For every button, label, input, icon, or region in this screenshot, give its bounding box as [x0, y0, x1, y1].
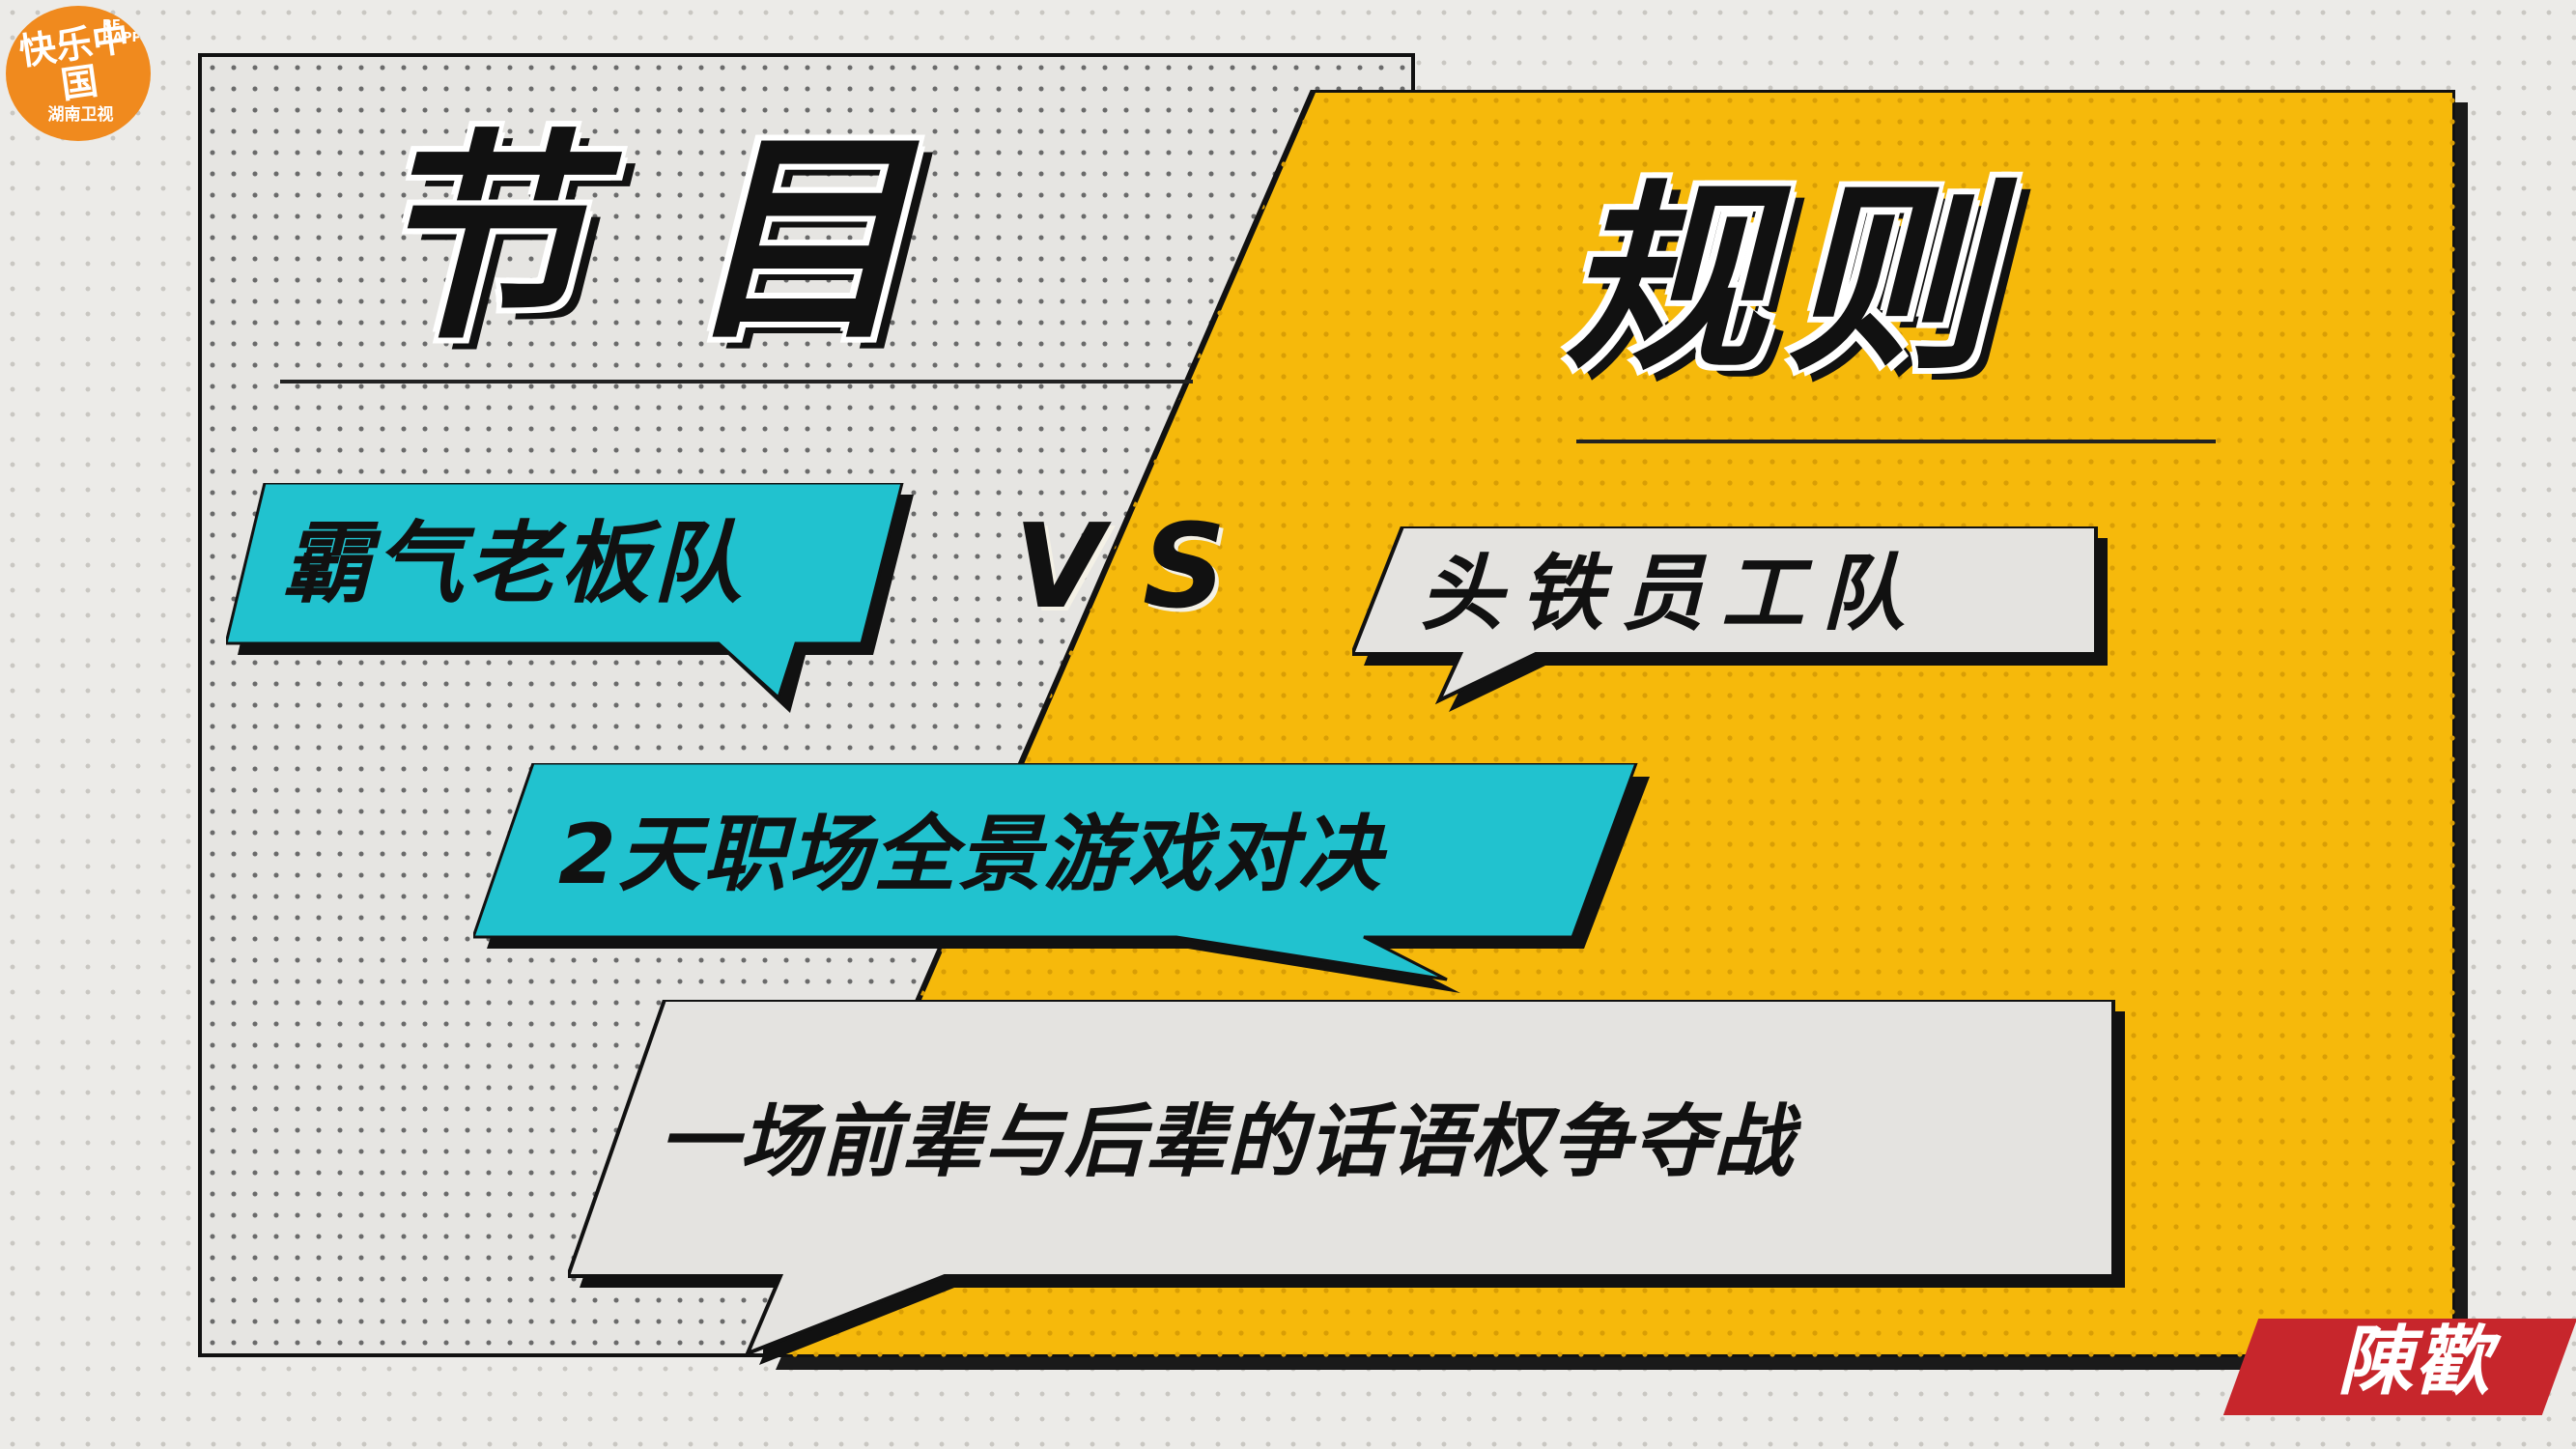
logo-tag-text: BE HAPPY	[102, 18, 151, 45]
title-rules: 规则	[1565, 161, 2010, 398]
versus-label: VS	[1014, 500, 1265, 635]
tagline-label: 一场前辈与后辈的话语权争夺战	[659, 1096, 1795, 1188]
tagline-bubble	[568, 1000, 2125, 1365]
title-right-underline	[1576, 440, 2216, 443]
logo-sub-text: 湖南卫视	[47, 105, 114, 125]
subtitle-bubble	[473, 763, 1650, 993]
staff-team-label: 头铁员工队	[1420, 546, 1922, 642]
title-program: 节 目	[367, 112, 919, 370]
boss-team-bubble	[226, 483, 914, 713]
signature: 陳歡	[2337, 1318, 2493, 1406]
boss-team-label: 霸气老板队	[282, 512, 747, 615]
brand-logo: 快乐中国 BE HAPPY 湖南卫视	[6, 6, 151, 141]
staff-team-bubble	[1352, 526, 2108, 712]
title-left-underline	[280, 380, 1193, 384]
subtitle-label: 2天职场全景游戏对决	[558, 807, 1383, 903]
